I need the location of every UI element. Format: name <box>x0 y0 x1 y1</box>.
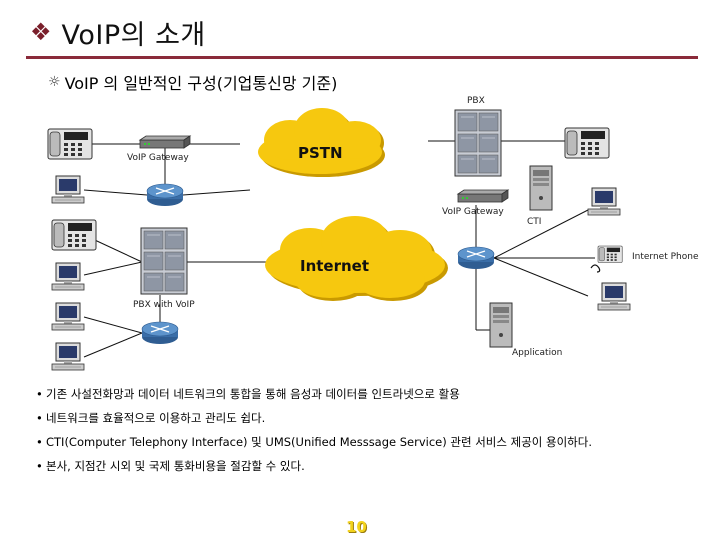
title-divider <box>26 56 698 59</box>
pbx-with-voip-icon <box>140 227 188 295</box>
internet-label: Internet <box>300 257 369 275</box>
subtitle: ☼ VoIP 의 일반적인 구성(기업통신망 기준) <box>48 70 337 94</box>
voip-gateway-left-label: VoIP Gateway <box>127 153 189 163</box>
pc-icon <box>597 282 631 311</box>
internet-cloud <box>265 216 448 301</box>
application-label: Application <box>512 348 562 358</box>
pc-icon <box>587 187 621 216</box>
pbx-label: PBX <box>467 96 485 106</box>
pc-icon <box>51 302 85 331</box>
phone-icon <box>47 128 93 160</box>
application-server-icon <box>489 302 513 348</box>
phone-icon <box>51 219 97 251</box>
router-icon <box>457 246 495 270</box>
title-bullet-icon: ❖ <box>30 18 52 46</box>
cti-label: CTI <box>527 217 541 227</box>
slide-title: ❖ VoIP의 소개 <box>30 12 206 52</box>
pc-icon <box>51 262 85 291</box>
subtitle-bullet-icon: ☼ <box>48 74 61 90</box>
router-icon <box>146 183 184 207</box>
pc-icon <box>51 175 85 204</box>
bullet-list: •기존 사설전화망과 데이터 네트워크의 통합을 통해 음성과 데이터를 인트라… <box>36 382 592 478</box>
pstn-cloud <box>258 108 385 177</box>
page-title: VoIP의 소개 <box>61 19 206 51</box>
pstn-label: PSTN <box>298 144 343 162</box>
network-diagram: PSTN Internet VoIP Gateway PBX with VoIP <box>47 96 699 371</box>
page-number: 10 <box>346 518 367 536</box>
internet-phone-label: Internet Phone <box>632 252 699 262</box>
cti-server-icon <box>529 165 553 211</box>
list-item: •기존 사설전화망과 데이터 네트워크의 통합을 통해 음성과 데이터를 인트라… <box>36 387 460 401</box>
subtitle-text: VoIP 의 일반적인 구성(기업통신망 기준) <box>64 74 338 93</box>
list-item: •네트워크를 효율적으로 이용하고 관리도 쉽다. <box>36 411 266 425</box>
list-item: •CTI(Computer Telephony Interface) 및 UMS… <box>36 435 592 449</box>
internet-phone-icon <box>597 245 623 263</box>
voip-gateway-left-icon <box>139 135 191 149</box>
pbx-icon <box>454 109 502 177</box>
phone-icon <box>564 127 610 159</box>
pc-icon <box>51 342 85 371</box>
voip-gateway-right-label: VoIP Gateway <box>442 207 504 217</box>
voip-gateway-right-icon <box>457 189 509 203</box>
router-icon <box>141 321 179 345</box>
pbx-with-voip-label: PBX with VoIP <box>133 300 195 310</box>
handset-icon <box>590 264 601 273</box>
list-item: •본사, 지점간 시외 및 국제 통화비용을 절감할 수 있다. <box>36 459 305 473</box>
